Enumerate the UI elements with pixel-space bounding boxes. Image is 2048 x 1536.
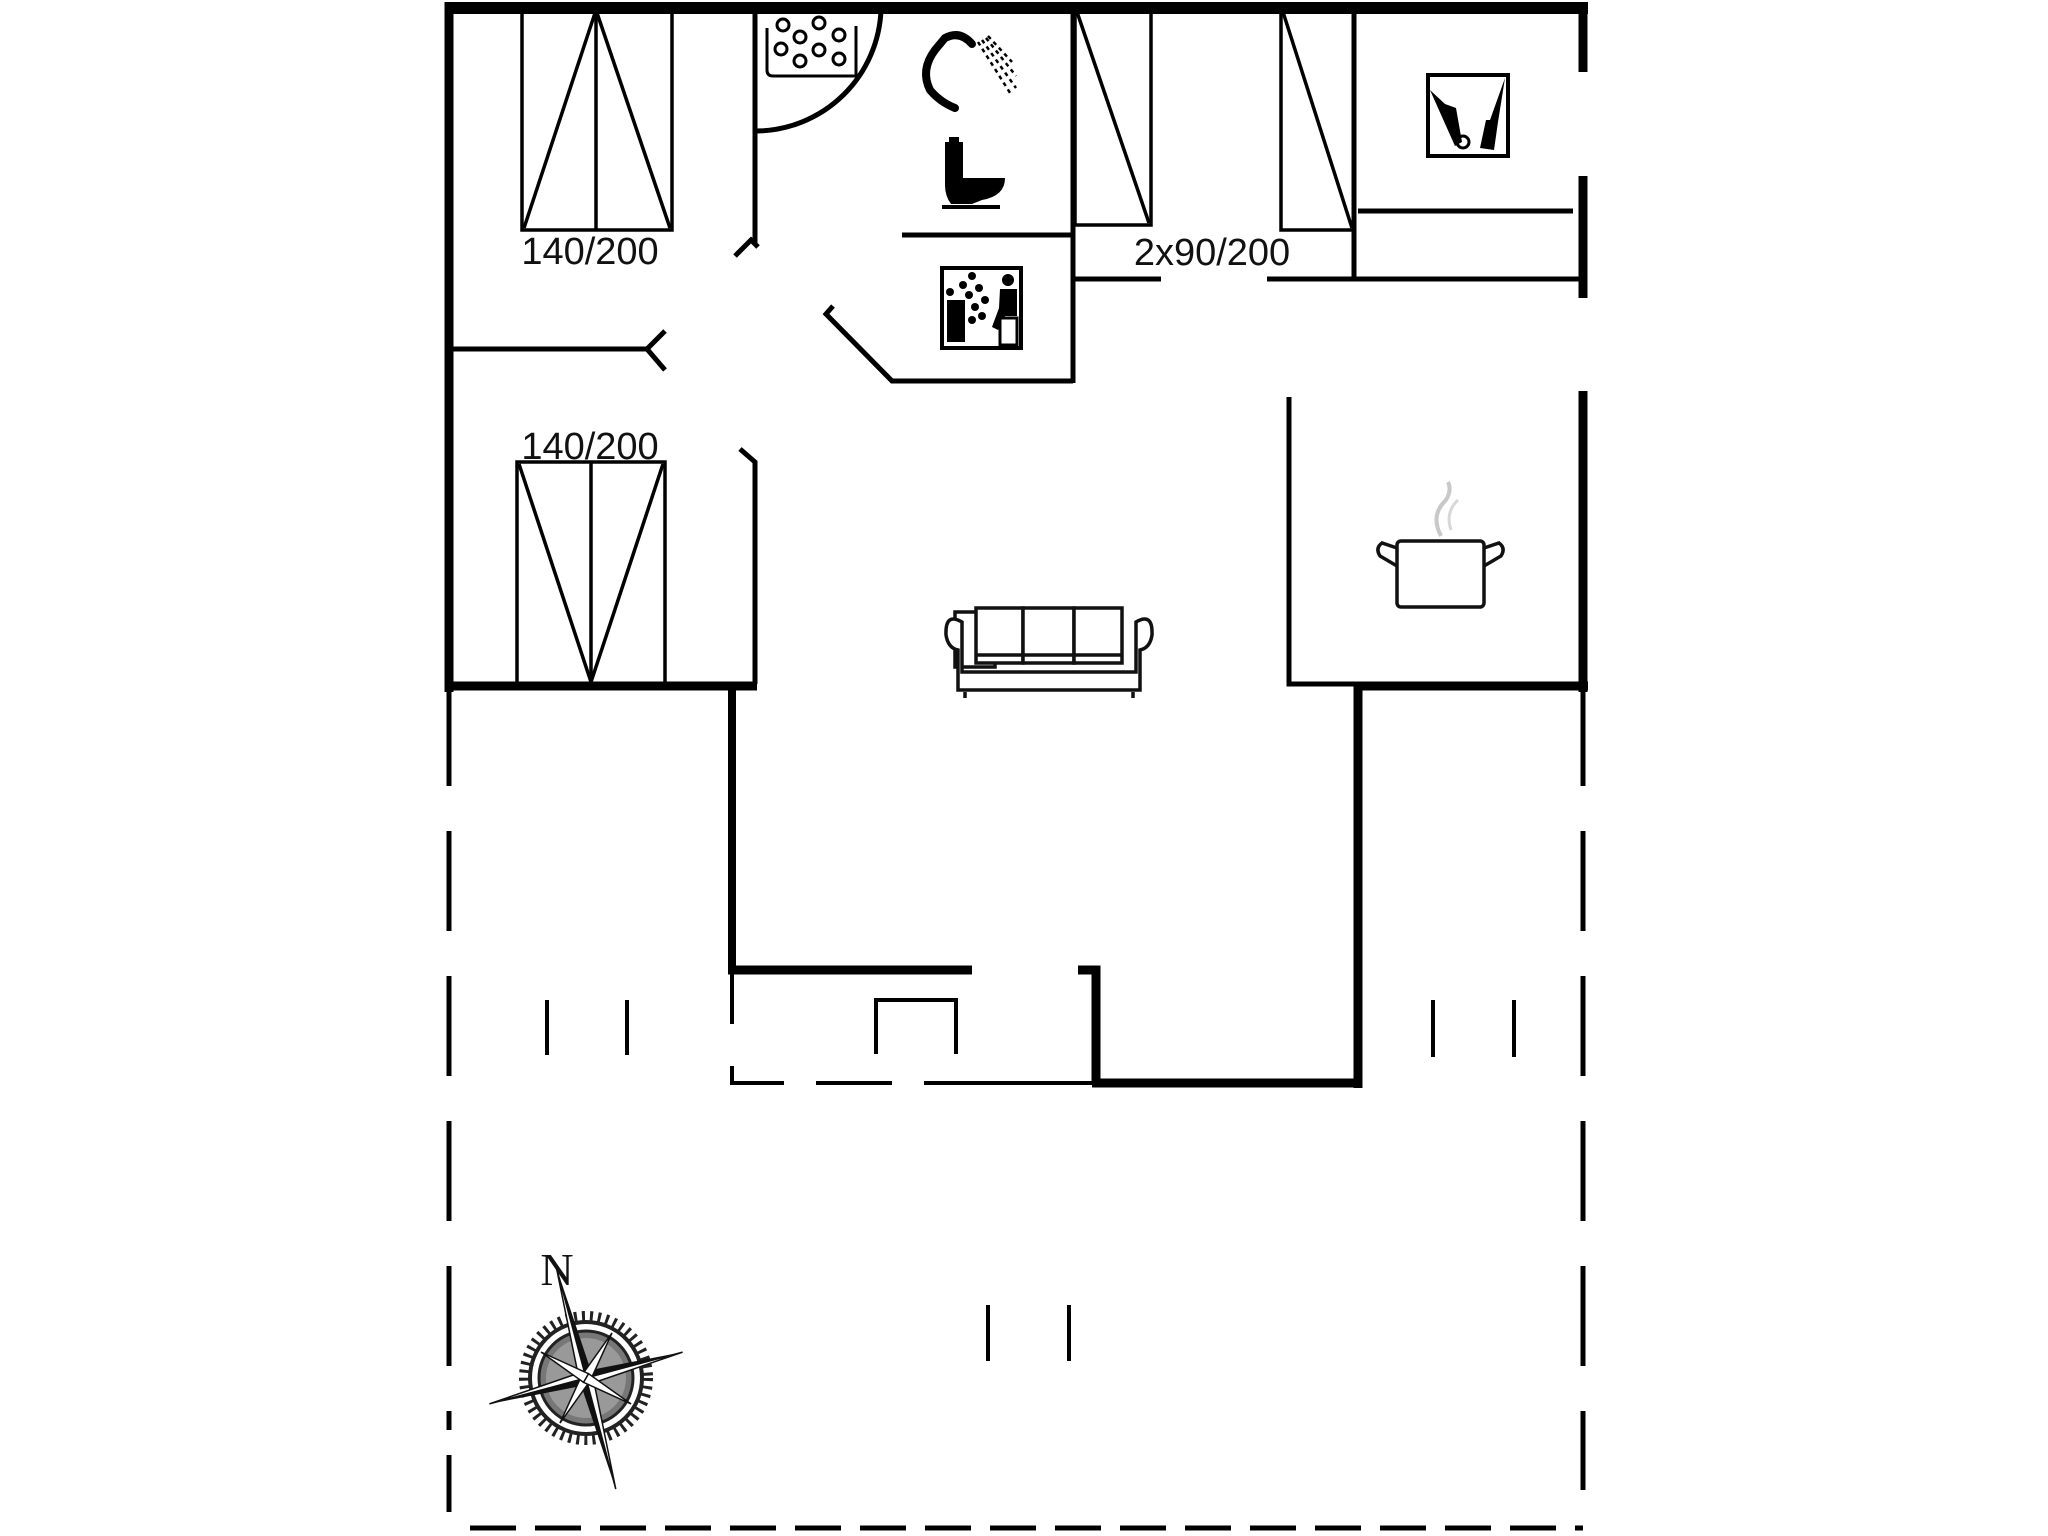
bedroom-2: 140/200 (515, 426, 667, 686)
shower-door-arc (756, 9, 884, 134)
shower-icon (922, 31, 1018, 112)
cooking-pot-icon (1376, 481, 1505, 609)
sauna-icon (940, 266, 1023, 350)
whirlpool-tub-icon (765, 15, 858, 78)
bathroom (756, 9, 1018, 209)
toilet-icon (942, 137, 1005, 209)
double-bed-icon (515, 460, 667, 686)
bedroom-3: 2x90/200 (1073, 8, 1356, 274)
entry-walls (728, 682, 1363, 1088)
outer-walls (444, 2, 1588, 692)
bed-size-label: 140/200 (521, 231, 658, 273)
terrace-outline (446, 686, 1586, 1531)
kitchen (1376, 481, 1505, 609)
bedroom-1: 140/200 (520, 8, 674, 273)
single-bed-icon (1073, 8, 1153, 227)
sauna (940, 266, 1023, 350)
double-bed-icon (520, 8, 674, 232)
entry-cabinet (874, 998, 958, 1054)
single-bed-icon (1279, 8, 1356, 232)
north-label: N (540, 1244, 573, 1295)
bed-size-label: 2x90/200 (1134, 232, 1290, 274)
entry (730, 974, 1094, 1085)
sofa-icon (944, 606, 1154, 698)
compass-rose: N (489, 1244, 683, 1490)
laundry (1426, 73, 1510, 158)
living-room (944, 606, 1154, 698)
washing-machine-icon (1426, 73, 1510, 158)
